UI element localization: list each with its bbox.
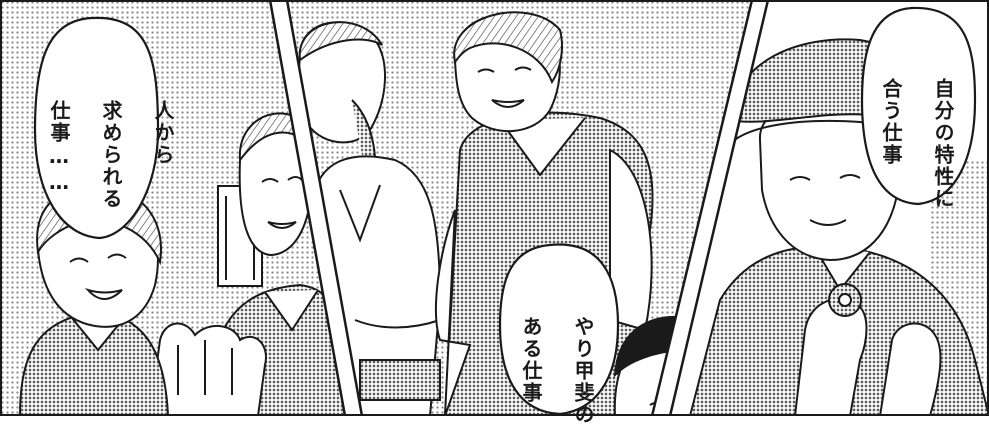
speech-line: 合う仕事 xyxy=(879,78,903,166)
speech-text-3: 自分の特性に 合う仕事 xyxy=(878,26,982,210)
speech-bubble-3 xyxy=(860,6,977,206)
hand-figure xyxy=(148,322,267,416)
speech-line: 人から xyxy=(151,100,175,166)
speech-line: 仕事…… xyxy=(47,100,71,196)
speech-line: ある仕事 xyxy=(519,316,543,404)
woman-with-ponytail-figure xyxy=(297,21,442,416)
speech-line: やり甲斐の xyxy=(571,316,595,426)
speech-bubble-2 xyxy=(498,243,620,416)
speech-line: 求められる xyxy=(99,100,123,210)
speech-line: 自分の特性に xyxy=(931,78,955,210)
hands-with-part-figure xyxy=(793,283,942,416)
speech-text-2: やり甲斐の ある仕事 xyxy=(518,264,622,426)
speech-bubble-1 xyxy=(33,16,160,240)
panel-gutters xyxy=(0,0,989,417)
speech-text-1: 人から 求められる 仕事…… xyxy=(46,48,202,228)
panel-2 xyxy=(287,0,752,416)
